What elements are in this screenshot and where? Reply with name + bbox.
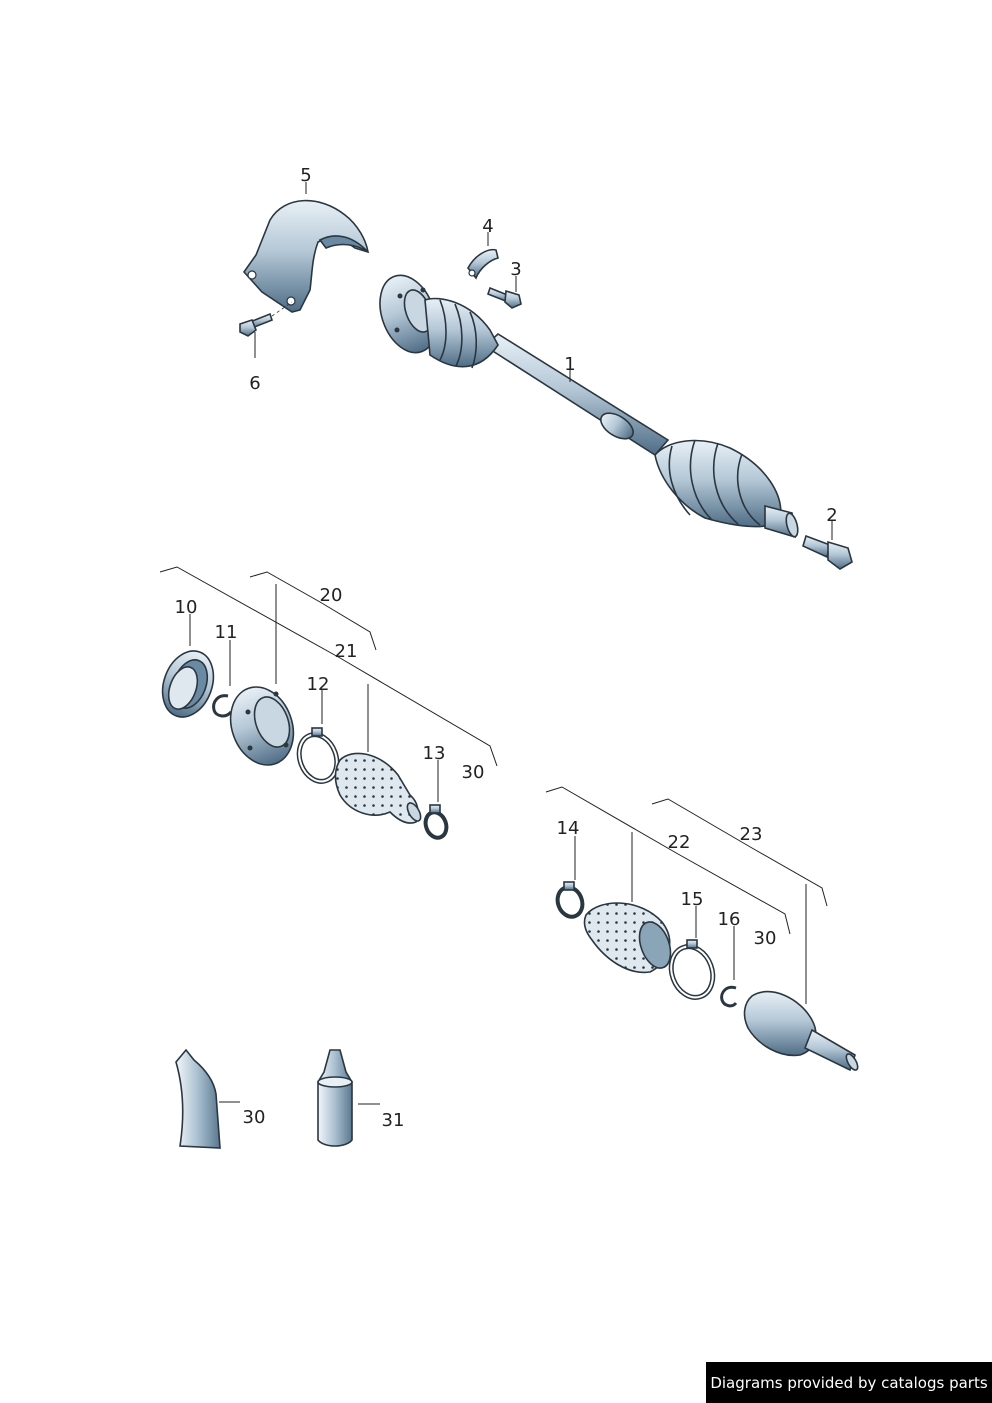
boot-part-22	[583, 902, 672, 974]
callout-10: 10	[175, 597, 198, 618]
bolt-part-2	[802, 534, 853, 570]
callout-20: 20	[320, 585, 343, 606]
drive-shaft-part-1	[379, 274, 799, 539]
cv-joint-part-23	[743, 990, 859, 1072]
callout-labels: 1 2 3 4 5 6 10 11 12 13 14 15 16 20 21 2…	[175, 165, 838, 1131]
callout-21: 21	[335, 641, 358, 662]
credit-banner: Diagrams provided by catalogs parts	[706, 1362, 992, 1403]
callout-23: 23	[740, 824, 763, 845]
callout-1: 1	[564, 354, 575, 375]
callout-22: 22	[668, 832, 691, 853]
boot-part-21	[334, 752, 422, 824]
clamp-part-15	[668, 939, 716, 1000]
clamp-part-13	[423, 804, 449, 840]
circlip-part-16	[720, 985, 738, 1008]
callout-2: 2	[826, 505, 837, 526]
callout-30-right: 30	[754, 928, 777, 949]
callout-6: 6	[249, 373, 260, 394]
callout-5: 5	[300, 165, 311, 186]
leader-lines	[159, 182, 833, 1105]
screw-part-3	[487, 286, 522, 309]
callout-11: 11	[215, 622, 238, 643]
callout-30-upper: 30	[462, 762, 485, 783]
cv-joint-flange-part-20	[229, 686, 295, 766]
clamp-part-14	[555, 881, 585, 919]
heat-shield-part-5	[242, 199, 370, 313]
callout-14: 14	[557, 818, 580, 839]
callout-4: 4	[482, 216, 493, 237]
callout-3: 3	[510, 259, 521, 280]
sealant-bottle-part-31	[317, 1049, 353, 1147]
grease-tube-part-30	[175, 1048, 221, 1149]
callout-13: 13	[423, 743, 446, 764]
dust-cover-part-10	[161, 650, 215, 718]
clamp-part-12	[296, 727, 340, 784]
clip-plate-part-4	[467, 248, 499, 280]
screw-part-6	[239, 301, 293, 337]
circlip-part-11	[212, 694, 233, 718]
callout-16: 16	[718, 909, 741, 930]
callout-15: 15	[681, 889, 704, 910]
callout-30-tube: 30	[243, 1107, 266, 1128]
callout-12: 12	[307, 674, 330, 695]
callout-31: 31	[382, 1110, 405, 1131]
